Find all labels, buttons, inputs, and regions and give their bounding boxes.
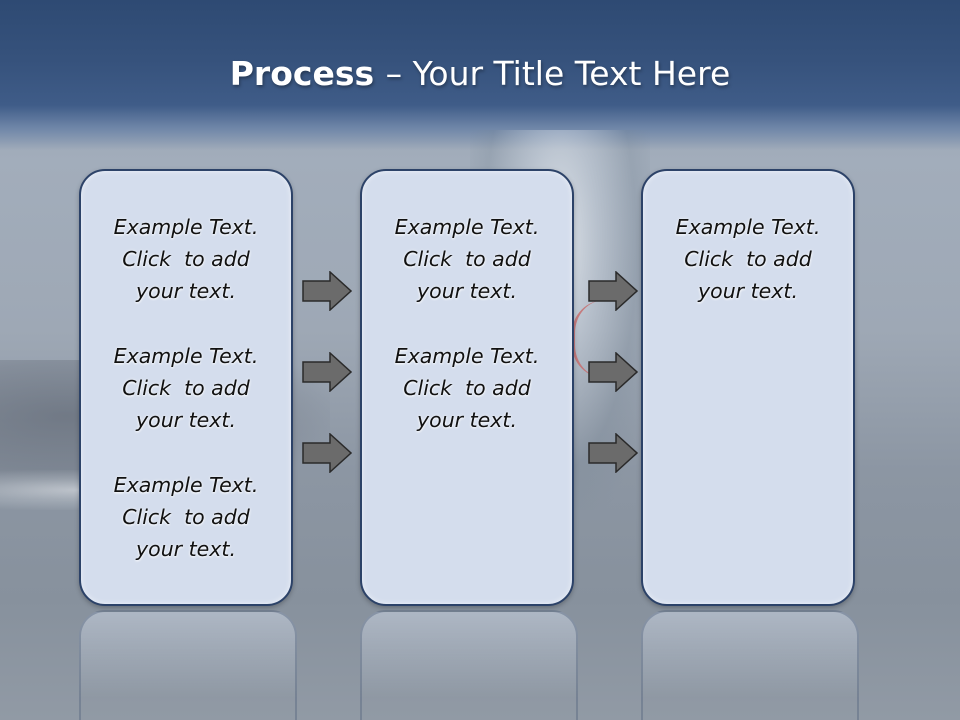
panel-reflection-3 — [641, 610, 859, 720]
right-arrow-icon[interactable] — [588, 352, 638, 392]
text-line: Click to add — [122, 505, 250, 529]
process-panel-2[interactable]: Example Text. Click to add your text. Ex… — [360, 169, 574, 606]
text-block[interactable]: Example Text. Click to add your text. — [362, 211, 572, 307]
right-arrow-icon[interactable] — [588, 271, 638, 311]
text-line: Example Text. — [113, 473, 259, 497]
title-bar — [0, 0, 960, 150]
right-arrow-icon[interactable] — [302, 352, 352, 392]
text-block[interactable]: Example Text. Click to add your text. — [81, 211, 291, 307]
text-line: Example Text. — [394, 344, 540, 368]
text-line: Click to add — [403, 376, 531, 400]
text-line: your text. — [417, 408, 517, 432]
process-panel-3[interactable]: Example Text. Click to add your text. — [641, 169, 855, 606]
text-block[interactable]: Example Text. Click to add your text. — [643, 211, 853, 307]
slide-title[interactable]: Process – Your Title Text Here — [0, 52, 960, 96]
panel-reflection-1 — [79, 610, 297, 720]
text-line: your text. — [136, 279, 236, 303]
text-block[interactable]: Example Text. Click to add your text. — [362, 340, 572, 436]
text-line: your text. — [136, 537, 236, 561]
text-line: Click to add — [122, 376, 250, 400]
text-line: Example Text. — [113, 344, 259, 368]
right-arrow-icon[interactable] — [302, 271, 352, 311]
text-line: Click to add — [684, 247, 812, 271]
text-line: Example Text. — [394, 215, 540, 239]
text-block[interactable]: Example Text. Click to add your text. — [81, 340, 291, 436]
text-block[interactable]: Example Text. Click to add your text. — [81, 469, 291, 565]
text-line: your text. — [417, 279, 517, 303]
text-line: your text. — [136, 408, 236, 432]
process-panel-1[interactable]: Example Text. Click to add your text. Ex… — [79, 169, 293, 606]
panel-reflection-2 — [360, 610, 578, 720]
right-arrow-icon[interactable] — [302, 433, 352, 473]
text-line: your text. — [698, 279, 798, 303]
right-arrow-icon[interactable] — [588, 433, 638, 473]
title-rest: – Your Title Text Here — [385, 54, 731, 93]
title-bold-word: Process — [229, 54, 386, 93]
text-line: Click to add — [122, 247, 250, 271]
text-line: Click to add — [403, 247, 531, 271]
text-line: Example Text. — [113, 215, 259, 239]
text-line: Example Text. — [675, 215, 821, 239]
